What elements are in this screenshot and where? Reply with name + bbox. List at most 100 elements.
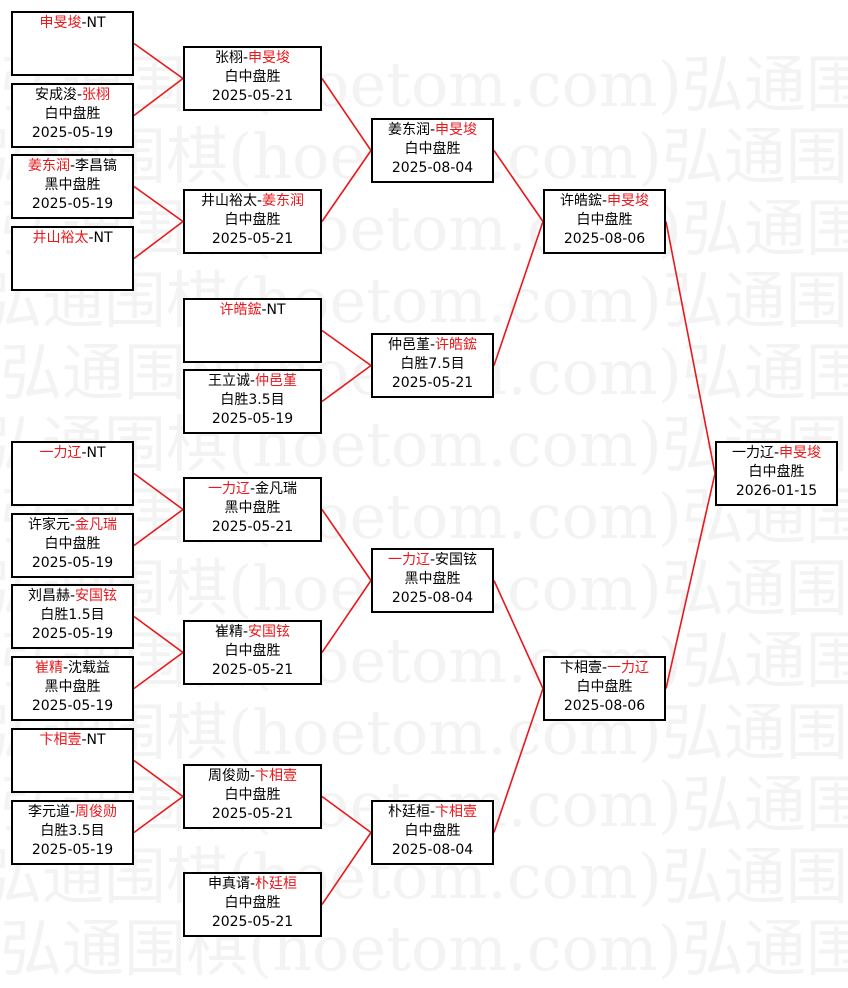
player-a: 许家元 <box>27 517 70 533</box>
match-result: 白胜7.5目 <box>400 356 465 372</box>
player-a: 周俊勋 <box>207 768 250 784</box>
player-a: 李元道 <box>27 804 70 820</box>
connector-line <box>321 832 372 905</box>
match-players: 朴廷桓-卞相壹 <box>387 804 478 820</box>
connector-line <box>133 508 184 547</box>
match-box-r1-4: 井山裕太-NT <box>11 226 134 291</box>
match-result: 白中盘胜 <box>748 464 805 480</box>
player-a: 一力辽 <box>207 481 250 497</box>
match-result: 黑中盘胜 <box>44 679 101 695</box>
match-result: 白中盘胜 <box>404 823 461 839</box>
player-b: 许皓鋐 <box>435 337 478 353</box>
match-players: 许皓鋐-申旻埈 <box>559 193 650 209</box>
match-date: 2025-05-21 <box>211 914 294 930</box>
player-b: 安国铉 <box>435 552 478 568</box>
match-result: 白中盘胜 <box>44 106 101 122</box>
connector-line <box>665 221 716 474</box>
player-a: 一力辽 <box>39 445 82 461</box>
match-result: 白中盘胜 <box>44 536 101 552</box>
connector-line <box>133 185 184 223</box>
match-result: 白胜3.5目 <box>40 823 105 839</box>
player-b: 仲邑堇 <box>255 373 298 389</box>
match-players: 井山裕太-NT <box>32 230 113 246</box>
match-result: 白中盘胜 <box>576 679 633 695</box>
match-date: 2025-05-21 <box>211 806 294 822</box>
match-players: 申真谞-朴廷桓 <box>207 876 298 892</box>
match-players: 姜东润-李昌镐 <box>27 158 118 174</box>
connector-line <box>665 473 716 689</box>
match-result: 白中盘胜 <box>576 212 633 228</box>
match-box-r1-11: 卞相壹-NT <box>11 728 134 793</box>
connector-line <box>321 329 372 367</box>
player-b: 金凡瑞 <box>255 481 298 497</box>
match-date: 2026-01-15 <box>735 483 818 499</box>
match-result: 白中盘胜 <box>224 69 281 85</box>
player-b: 申旻埈 <box>435 122 478 138</box>
match-players: 姜东润-申旻埈 <box>387 122 478 138</box>
match-date: 2025-08-06 <box>563 698 646 714</box>
player-b: 申旻埈 <box>607 193 650 209</box>
connector-line <box>133 472 184 511</box>
player-a: 卞相壹 <box>39 732 82 748</box>
match-result: 黑中盘胜 <box>404 571 461 587</box>
player-a: 卞相壹 <box>559 660 602 676</box>
match-box-r3-4: 朴廷桓-卞相壹白中盘胜 2025-08-04 <box>371 800 494 865</box>
player-a: 王立诚 <box>207 373 250 389</box>
connector-line <box>133 651 184 690</box>
match-players: 一力辽-申旻埈 <box>731 445 822 461</box>
match-players: 周俊勋-卞相壹 <box>207 768 298 784</box>
player-a: 姜东润 <box>387 122 430 138</box>
player-b: 一力辽 <box>607 660 650 676</box>
match-box-r4-2: 卞相壹-一力辽白中盘胜 2025-08-06 <box>543 656 666 721</box>
match-date: 2025-05-19 <box>31 196 114 212</box>
player-b: 卞相壹 <box>435 804 478 820</box>
connector-line <box>321 364 372 403</box>
match-date: 2025-05-19 <box>31 555 114 571</box>
match-players: 一力辽-NT <box>39 445 106 461</box>
match-date: 2025-05-19 <box>31 698 114 714</box>
match-box-r1-5: 许皓鋐-NT <box>183 298 322 363</box>
player-a: 崔精 <box>34 660 63 676</box>
player-a: 一力辽 <box>387 552 430 568</box>
match-box-r1-7: 一力辽-NT <box>11 441 134 506</box>
player-a: 安成浚 <box>34 87 77 103</box>
match-players: 王立诚-仲邑堇 <box>207 373 298 389</box>
connector-line <box>493 150 544 222</box>
match-date: 2025-08-06 <box>563 231 646 247</box>
match-result: 白胜1.5目 <box>40 607 105 623</box>
connector-line <box>321 509 372 581</box>
match-date: 2025-08-04 <box>391 842 474 858</box>
connector-line <box>321 150 372 222</box>
match-box-final: 一力辽-申旻埈白中盘胜 2026-01-15 <box>715 441 838 506</box>
connector-line <box>321 580 372 653</box>
player-b: NT <box>86 732 106 748</box>
player-a: 仲邑堇 <box>387 337 430 353</box>
player-b: 卞相壹 <box>255 768 298 784</box>
match-players: 卞相壹-一力辽 <box>559 660 650 676</box>
player-a: 姜东润 <box>27 158 70 174</box>
player-b: 李昌镐 <box>75 158 118 174</box>
match-date: 2025-05-21 <box>211 88 294 104</box>
player-a: 张栩 <box>214 50 243 66</box>
match-players: 刘昌赫-安国铉 <box>27 588 118 604</box>
player-b: 申旻埈 <box>248 50 291 66</box>
connector-line <box>493 688 544 833</box>
match-players: 一力辽-安国铉 <box>387 552 478 568</box>
match-players: 许皓鋐-NT <box>219 302 286 318</box>
player-b: 张栩 <box>82 87 111 103</box>
connector-line <box>133 77 184 117</box>
player-b: 周俊勋 <box>75 804 118 820</box>
